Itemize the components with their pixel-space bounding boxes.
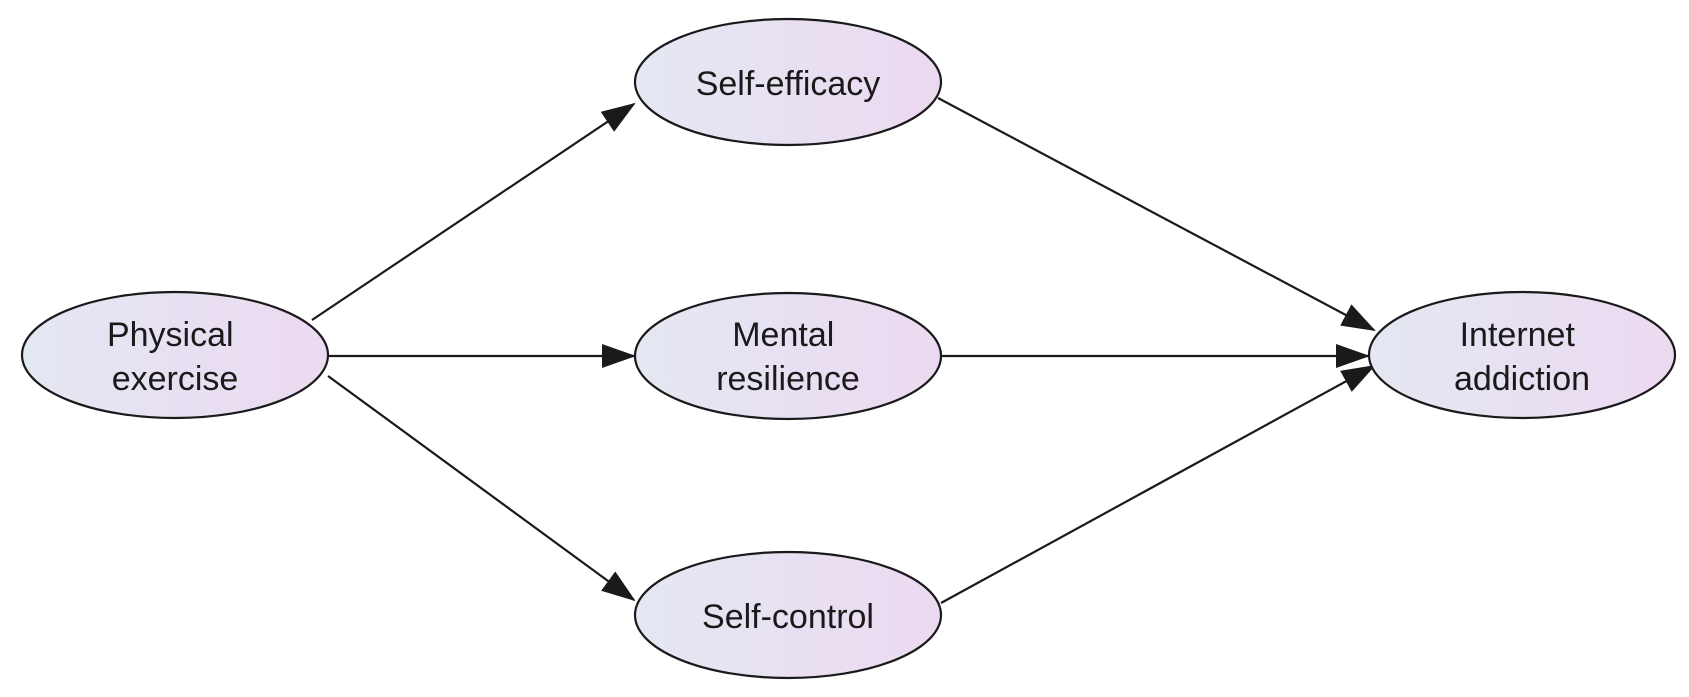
node-self-control-line-1: Self-control: [702, 598, 874, 636]
edge-self-efficacy-to-internet-addiction: [937, 97, 1376, 331]
node-self-efficacy-ellipse: [633, 17, 943, 147]
node-mental-resilience: Mental resilience: [633, 291, 943, 421]
node-self-efficacy: Self-efficacy: [633, 17, 943, 147]
node-self-control-ellipse: [633, 550, 943, 680]
node-physical-exercise-ellipse: [20, 290, 330, 420]
node-internet-addiction-line-2: addiction: [1454, 360, 1590, 398]
node-internet-addiction-label: Internet addiction: [1454, 316, 1590, 398]
node-self-efficacy-line-1: Self-efficacy: [696, 65, 881, 103]
node-physical-exercise-line-1: Physical: [107, 316, 234, 354]
node-self-efficacy-label: Self-efficacy: [696, 65, 881, 103]
edges: [311, 97, 1376, 604]
node-mental-resilience-ellipse: [633, 291, 943, 421]
node-self-control: Self-control: [633, 550, 943, 680]
edge-self-control-to-internet-addiction: [940, 365, 1376, 604]
edge-physical-exercise-to-self-control: [327, 375, 636, 602]
edge-physical-exercise-to-self-efficacy: [311, 102, 636, 321]
node-self-control-label: Self-control: [702, 598, 874, 636]
node-mental-resilience-label: Mental resilience: [716, 316, 860, 398]
node-internet-addiction: Internet addiction: [1367, 290, 1677, 420]
node-physical-exercise: Physical exercise: [20, 290, 330, 420]
node-physical-exercise-label: Physical exercise: [107, 316, 243, 398]
node-mental-resilience-line-2: resilience: [716, 360, 860, 398]
node-internet-addiction-line-1: Internet: [1460, 316, 1576, 354]
node-mental-resilience-line-1: Mental: [732, 316, 834, 354]
node-physical-exercise-line-2: exercise: [112, 360, 239, 398]
node-internet-addiction-ellipse: [1367, 290, 1677, 420]
